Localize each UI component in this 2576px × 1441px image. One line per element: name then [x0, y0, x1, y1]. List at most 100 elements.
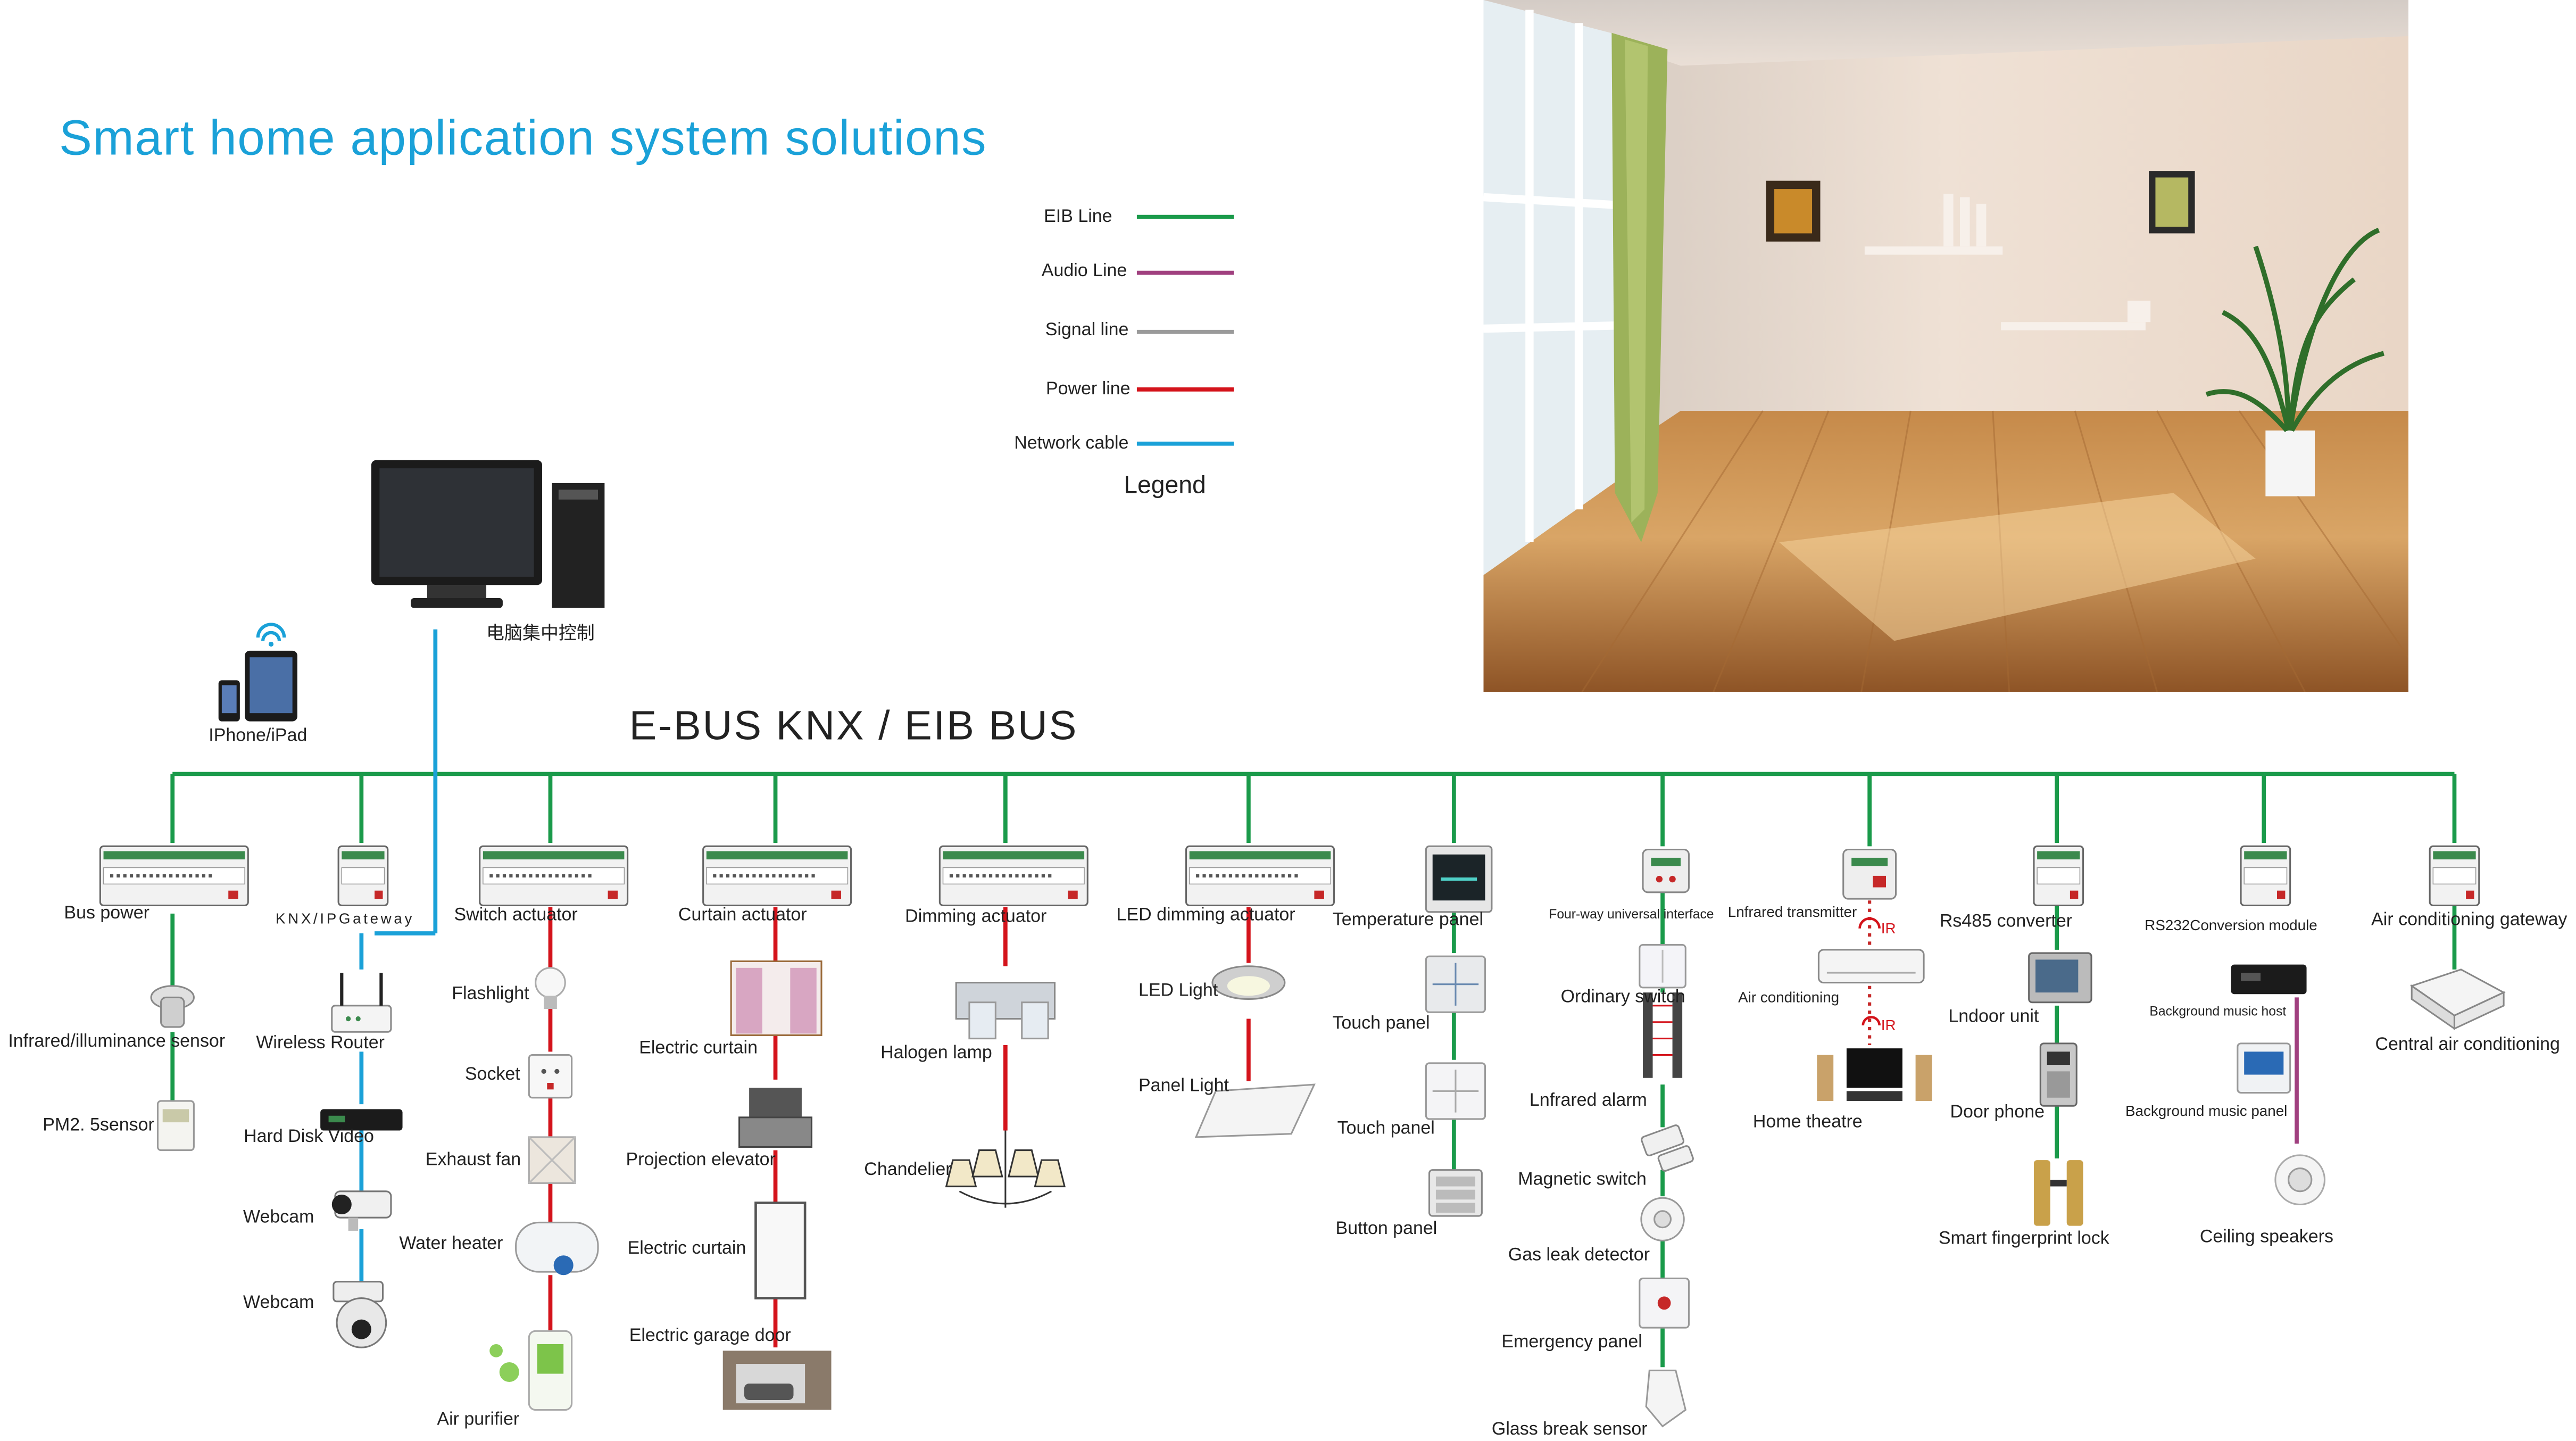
tablet-phone-icon [218, 623, 297, 722]
panel-light-icon [1194, 1083, 1316, 1138]
dome-camera-icon [333, 1281, 387, 1348]
legend-title: Legend [1124, 471, 1206, 500]
exhaust-fan-icon [528, 1136, 576, 1184]
door-phone-label: Door phone [1950, 1103, 2045, 1123]
projection-elevator-icon [738, 1088, 813, 1148]
led-dimming-actuator-module [1186, 846, 1334, 905]
water-heater-label: Water heater [399, 1234, 503, 1254]
emergency-panel-icon [1639, 1277, 1690, 1329]
infrared-sensor-icon [150, 985, 195, 1028]
infrared-transmitter-label: Lnfrared transmitter [1727, 904, 1857, 921]
wireless-router-icon [331, 973, 392, 1033]
electric-curtain-label-1: Electric curtain [639, 1038, 758, 1058]
air-purifier-icon [489, 1330, 573, 1411]
pm25-sensor-icon [156, 1100, 195, 1152]
pm25-sensor-label: PM2. 5sensor [43, 1115, 154, 1136]
chandelier-icon [945, 1130, 1066, 1208]
touch-panel-label-1: Touch panel [1332, 1014, 1430, 1034]
fingerprint-lock-label: Smart fingerprint lock [1938, 1229, 2109, 1249]
garage-door-icon [722, 1351, 832, 1410]
legend-network-label: Network cable [1014, 434, 1129, 454]
eib-bus [170, 772, 2457, 1368]
ir-label-1: IR [1881, 920, 1896, 937]
legend-audio-label: Audio Line [1041, 261, 1127, 281]
switch-actuator-module [480, 846, 628, 905]
wireless-router-label: Wireless Router [256, 1033, 385, 1054]
curtain-icon [730, 960, 822, 1036]
computer-label: 电脑集中控制 [486, 624, 595, 644]
dimming-actuator-label: Dimming actuator [905, 907, 1047, 927]
four-way-interface-label: Four-way universal interface [1549, 907, 1714, 922]
exhaust-fan-label: Exhaust fan [425, 1150, 521, 1170]
light-bulb-icon [535, 967, 566, 1009]
magnetic-switch-icon [1641, 1124, 1694, 1172]
webcam-label-2: Webcam [243, 1293, 314, 1313]
button-panel-icon [1428, 1169, 1483, 1217]
hard-disk-video-icon [320, 1109, 403, 1131]
air-conditioning-icon [1817, 949, 1925, 984]
temperature-panel-label: Temperature panel [1332, 910, 1484, 930]
projection-screen-icon [754, 1202, 807, 1299]
rs232-module-label: RS232Conversion module [2145, 917, 2317, 933]
knx-ip-gateway-module [337, 845, 389, 907]
interior-room-photo-icon [1483, 0, 2409, 692]
desktop-computer-icon [371, 460, 605, 608]
electric-curtain-label-2: Electric curtain [627, 1239, 746, 1259]
mobile-label: IPhone/iPad [209, 726, 308, 746]
button-panel-label: Button panel [1335, 1219, 1437, 1239]
infrared-alarm-label: Lnfrared alarm [1529, 1091, 1647, 1111]
glass-break-sensor-label: Glass break sensor [1491, 1420, 1648, 1440]
four-way-interface-icon [1642, 848, 1690, 893]
water-heater-icon [515, 1221, 599, 1276]
garage-door-label: Electric garage door [629, 1326, 791, 1346]
indoor-unit-label: Lndoor unit [1948, 1007, 2039, 1027]
infrared-transmitter-icon [1842, 848, 1897, 900]
indoor-unit-icon [2028, 952, 2092, 1004]
ac-gateway-module [2429, 845, 2480, 907]
page-title: Smart home application system solutions [59, 111, 987, 166]
infrared-sensor-label: Infrared/illuminance sensor [8, 1032, 226, 1052]
touch-panel-label-2: Touch panel [1337, 1119, 1435, 1139]
socket-icon [528, 1054, 573, 1099]
legend-power-label: Power line [1045, 379, 1131, 400]
dimming-actuator-module [940, 846, 1087, 905]
power-lines [548, 907, 1251, 1348]
panel-light-label: Panel Light [1138, 1076, 1229, 1096]
central-ac-label: Central air conditioning [2375, 1035, 2560, 1055]
gas-leak-detector-label: Gas leak detector [1508, 1245, 1650, 1265]
legend-lines [1136, 214, 1234, 446]
ir-label-2: IR [1881, 1017, 1896, 1034]
switch-actuator-label: Switch actuator [454, 905, 578, 925]
hard-disk-video-label: Hard Disk Video [244, 1127, 374, 1147]
ac-gateway-label: Air conditioning gateway [2371, 910, 2567, 930]
bus-power-label: Bus power [64, 904, 149, 924]
socket-label: Socket [464, 1065, 520, 1085]
music-panel-label: Background music panel [2125, 1103, 2288, 1119]
chandelier-label: Chandelier [864, 1160, 952, 1180]
legend-eib-label: EIB Line [1044, 207, 1112, 227]
touch-panel-icon-2 [1425, 1062, 1486, 1120]
led-light-icon [1211, 965, 1286, 1000]
fingerprint-lock-icon [2033, 1160, 2083, 1226]
bus-power-module [100, 846, 248, 905]
ir-signal-icon [1858, 917, 1881, 1026]
ordinary-switch-label: Ordinary switch [1560, 987, 1685, 1007]
magnetic-switch-label: Magnetic switch [1518, 1170, 1647, 1190]
halogen-lamp-icon [955, 982, 1056, 1040]
background-music-host-icon [2231, 964, 2307, 995]
background-music-panel-icon [2237, 1042, 2291, 1094]
projection-elevator-label: Projection elevator [626, 1150, 776, 1170]
temperature-panel-icon [1425, 845, 1493, 913]
flashlight-label: Flashlight [452, 984, 529, 1004]
rs485-converter-module [2033, 845, 2084, 907]
air-conditioning-label: Air conditioning [1738, 989, 1840, 1006]
knx-ip-gateway-label: KNX/IPGateway [275, 910, 414, 927]
led-dimming-actuator-label: LED dimming actuator [1116, 905, 1295, 925]
air-purifier-label: Air purifier [437, 1410, 520, 1430]
room-photo [1483, 0, 2409, 692]
network-cable [359, 629, 438, 1282]
curtain-actuator-module [703, 846, 851, 905]
glass-break-sensor-icon [1645, 1369, 1687, 1428]
